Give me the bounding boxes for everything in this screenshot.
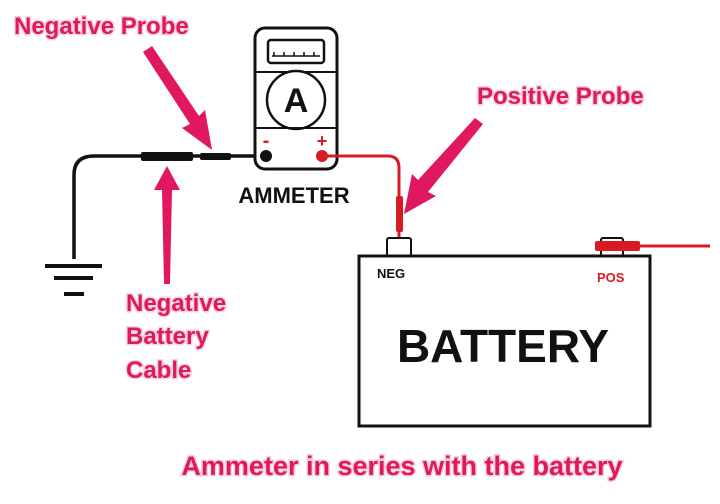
negative-terminal-jack: [260, 150, 272, 162]
positive-probe-arrow: [404, 118, 483, 214]
negative-battery-cable: [72, 154, 268, 259]
negative-cable-sleeve: [141, 152, 193, 161]
neg-terminal-label: NEG: [377, 266, 405, 281]
battery-label: BATTERY: [397, 320, 609, 372]
diagram-caption: Ammeter in series with the battery: [181, 451, 622, 481]
ammeter-label: AMMETER: [238, 183, 349, 208]
neg-post: [386, 237, 412, 257]
meter-symbol: A: [284, 82, 309, 120]
positive-clamp: [595, 241, 640, 251]
negative-cable-label-line1: Negative: [126, 290, 226, 317]
battery-case: [357, 254, 652, 428]
meter-scale-ticks: [272, 52, 320, 57]
positive-probe-label: Positive Probe: [477, 83, 644, 110]
minus-sign: -: [263, 130, 270, 152]
pos-terminal-label: POS: [597, 270, 625, 285]
negative-probe-label: Negative Probe: [14, 13, 189, 40]
negative-cable-label-line3: Cable: [126, 357, 191, 384]
negative-cable-arrow: [154, 166, 180, 284]
negative-probe-tip: [200, 153, 231, 160]
negative-cable-label-line2: Battery: [126, 323, 209, 350]
negative-probe-arrow: [143, 46, 212, 150]
meter-display: [266, 38, 326, 65]
plus-sign: +: [317, 131, 328, 151]
positive-probe-tip: [396, 196, 403, 232]
battery: [357, 237, 710, 428]
positive-probe-wire: [322, 154, 401, 240]
ground-symbol: [45, 264, 102, 296]
